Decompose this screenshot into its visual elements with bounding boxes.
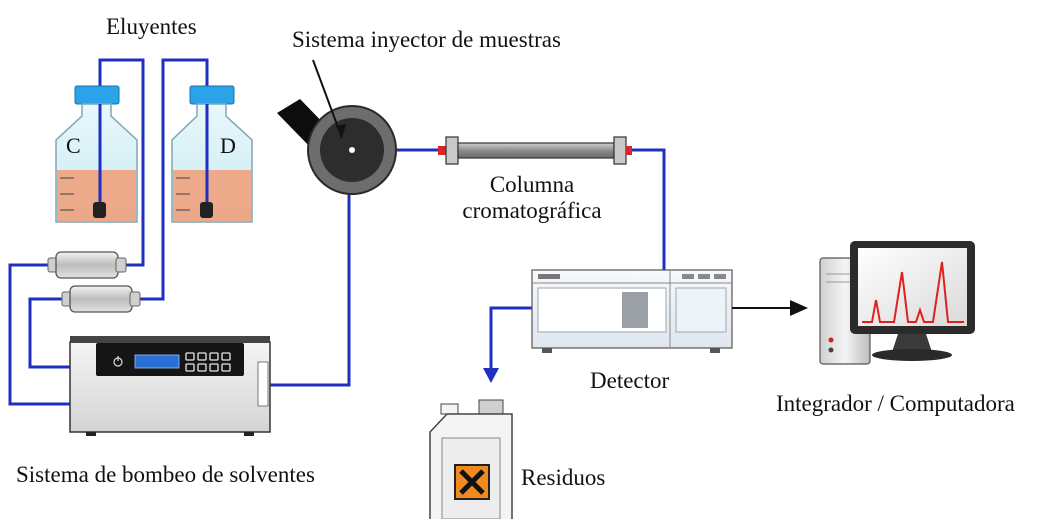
column-label-line2: cromatográfica — [462, 198, 602, 224]
waste-flow-arrowhead — [483, 368, 499, 383]
tube-filter2-pump — [28, 297, 70, 369]
detector-label: Detector — [590, 368, 670, 393]
hazard-icon — [454, 464, 490, 500]
waste-label: Residuos — [521, 465, 606, 490]
eluents-label: Eluyentes — [106, 14, 197, 39]
filter-2-icon — [61, 285, 141, 313]
output-arrowhead — [790, 300, 808, 316]
computer-icon — [819, 241, 975, 365]
bottle-d-letter: D — [220, 133, 236, 158]
integrator-label: Integrador / Computadora — [776, 391, 1015, 416]
bottle-d-icon — [171, 85, 253, 223]
pump-label: Sistema de bombeo de solventes — [16, 462, 315, 487]
chromatogram-peaks — [862, 261, 964, 323]
filter-1-icon — [47, 251, 127, 279]
injector-icon — [277, 59, 397, 195]
pump-icon — [69, 336, 271, 436]
bottle-c-letter: C — [66, 133, 81, 158]
tube-pump-injector — [270, 190, 351, 387]
tube-detector-waste — [489, 306, 532, 372]
tube-column-detector — [628, 148, 666, 270]
column-icon — [438, 136, 632, 165]
column-label: Columna cromatográfica — [452, 172, 612, 225]
waste-container-icon — [429, 399, 513, 520]
injector-label: Sistema inyector de muestras — [292, 27, 561, 52]
detector-icon — [531, 269, 733, 353]
tube-filter1-pump — [8, 263, 70, 406]
bottle-c-icon — [55, 85, 138, 223]
column-label-line1: Columna — [489, 172, 575, 197]
